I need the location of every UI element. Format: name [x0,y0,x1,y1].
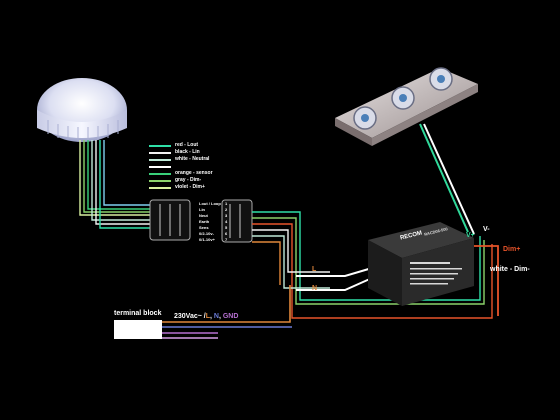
n-label: N [312,285,318,292]
led-driver [368,222,474,306]
legend-black: black - Lin [175,149,200,155]
legend-orange: orange - sensor [175,170,213,176]
connector-to-driver-wires [252,211,493,319]
pin-label-7: 0/1-10v+ [199,237,215,242]
pin-label-4: Earth [199,219,210,224]
pin-label-1: Lout / Loop [199,201,221,206]
sensor-cable-bundle [79,140,150,229]
mains-prefix: 230Vac~ / [174,313,206,320]
l-label: L [312,266,317,273]
dim-plus-label: Dim+ [503,246,521,253]
pin-label-6: 0/2-10v- [199,231,214,236]
terminal-block-title: terminal block [114,310,162,317]
dim-wires [474,245,499,316]
legend-red: red - Lout [175,142,199,148]
driver-output-wires [419,123,475,235]
mains-sep2: , [218,313,223,320]
pin-number-6: 6 [225,231,228,236]
mains-n: N [213,313,219,320]
pin-number-2: 2 [225,207,228,212]
white-dim-minus-label: white - Dim- [490,266,530,273]
legend-white: white - Neutral [175,156,210,162]
pin-number-7: 7 [225,237,228,242]
terminal-block [114,320,162,339]
mains-wires [162,285,292,339]
mains-l: L [205,313,211,320]
mains-sep1: , [210,313,214,320]
led-module [335,67,478,146]
pin-number-1: 1 [225,201,228,206]
pin-number-4: 4 [225,219,228,224]
pin-label-5: Sens [199,225,209,230]
legend-gray: gray - Dim- [175,177,202,183]
pin-label-3: Neut [199,213,208,218]
pin-number-3: 3 [225,213,228,218]
pin-number-5: 5 [225,225,228,230]
mains-gnd: GND [222,313,239,320]
driver-input-wires [296,267,373,291]
connector-block [149,199,253,243]
v-plus-label: V+ [466,232,475,239]
mains-label: 230Vac~ /L, N, GND [174,313,238,320]
legend-violet: violet - Dim+ [175,184,205,190]
legend-swatches [149,145,171,189]
pin-label-2: Lin [199,207,205,212]
light-sensor [37,78,127,142]
v-minus-label: V- [483,226,490,233]
